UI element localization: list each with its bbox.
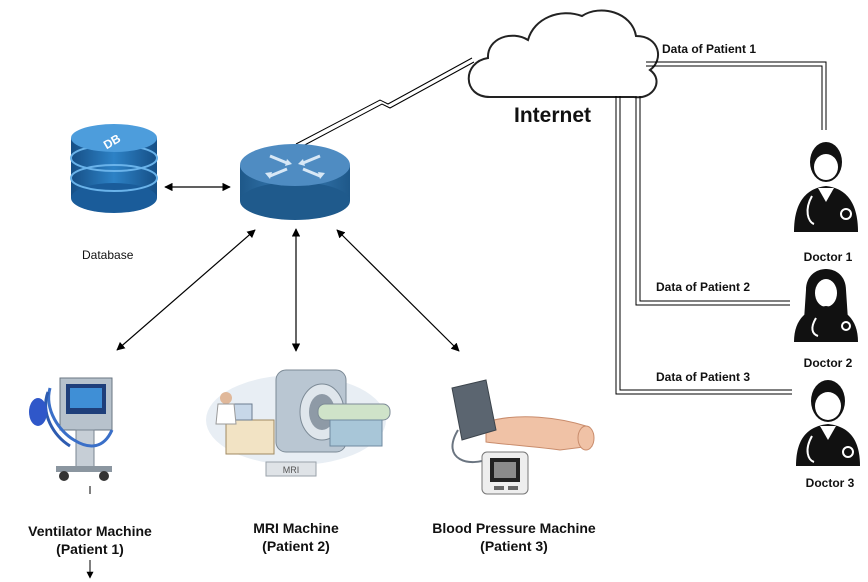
router-bp-arrow (336, 229, 460, 352)
link-label-patient-1: Data of Patient 1 (662, 42, 757, 56)
mri-icon: MRI (206, 369, 391, 477)
cloud-icon (467, 9, 659, 99)
router-icon (240, 144, 350, 220)
blood-pressure-label-line2: (Patient 3) (480, 538, 548, 554)
blood-pressure-label-line1: Blood Pressure Machine (432, 520, 596, 536)
blood-pressure-icon (451, 379, 595, 495)
router-ventilator-arrow (116, 229, 256, 351)
mri-screen-text: MRI (283, 465, 300, 475)
doctor-3-icon (796, 380, 860, 466)
mri-label-line2: (Patient 2) (262, 538, 330, 554)
router-internet-link (295, 57, 475, 149)
doctor-2-label: Doctor 2 (803, 356, 853, 370)
doctor-links (615, 61, 827, 395)
link-label-patient-2: Data of Patient 2 (656, 280, 751, 294)
blood-pressure-label: Blood Pressure Machine (Patient 3) (404, 519, 624, 555)
ventilator-icon (29, 377, 114, 494)
mri-label: MRI Machine (Patient 2) (206, 519, 386, 555)
mri-label-line1: MRI Machine (253, 520, 339, 536)
database-label: Database (82, 248, 134, 262)
internet-label: Internet (514, 104, 592, 127)
ventilator-label: Ventilator Machine (Patient 1) (0, 522, 180, 558)
doctor-1-label: Doctor 1 (803, 250, 853, 264)
doctor-2-icon (794, 269, 858, 342)
ventilator-label-line1: Ventilator Machine (28, 523, 152, 539)
doctor-1-icon (794, 142, 858, 232)
database-icon: DB (70, 124, 158, 213)
doctor-3-label: Doctor 3 (805, 476, 855, 490)
link-label-patient-3: Data of Patient 3 (656, 370, 751, 384)
ventilator-label-line2: (Patient 1) (56, 541, 124, 557)
